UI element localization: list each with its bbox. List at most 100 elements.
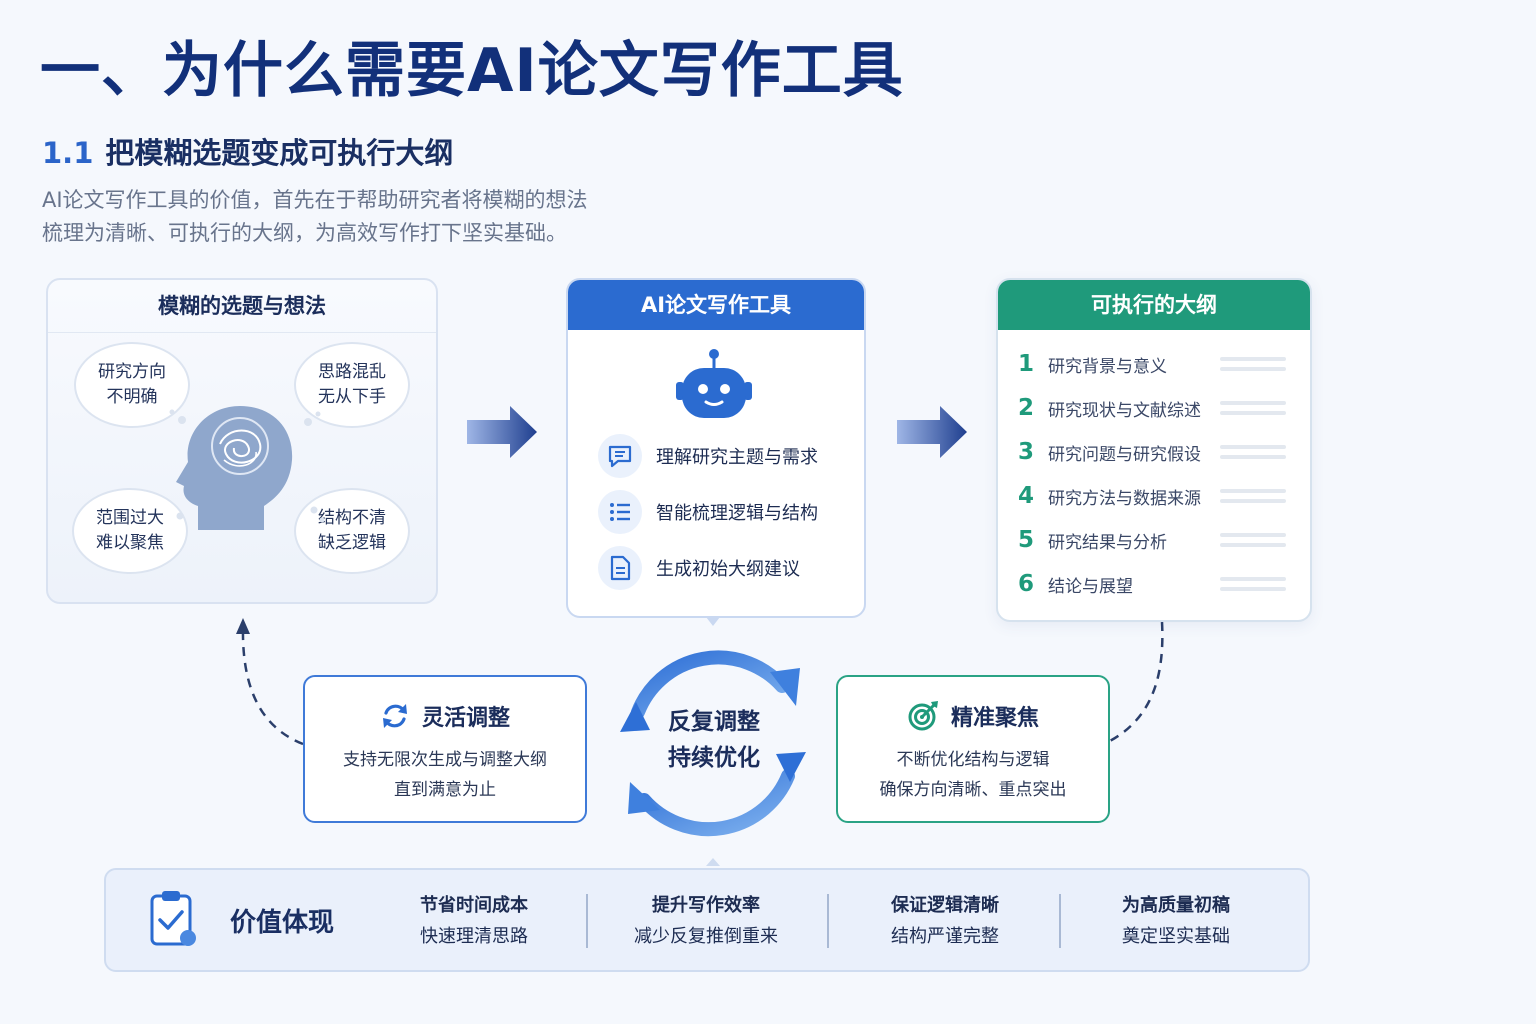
section-number: 1.1 xyxy=(42,136,94,170)
intro-line-2: 梳理为清晰、可执行的大纲，为高效写作打下坚实基础。 xyxy=(42,221,567,245)
outline-item-label: 研究背景与意义 xyxy=(1048,356,1167,377)
flexible-adjust-desc: 支持无限次生成与调整大纲 直到满意为止 xyxy=(305,745,585,805)
section-subtitle: 1.1 把模糊选题变成可执行大纲 xyxy=(42,130,453,172)
outline-item: 1 研究背景与意义 xyxy=(1018,344,1298,384)
placeholder-lines xyxy=(1220,401,1286,415)
outline-item-number: 6 xyxy=(1018,571,1035,597)
flexible-adjust-title: 灵活调整 xyxy=(305,699,585,733)
outline-item-number: 1 xyxy=(1018,351,1035,377)
bubble-line: 不明确 xyxy=(106,387,158,407)
intro-text: AI论文写作工具的价值，首先在于帮助研究者将模糊的想法 梳理为清晰、可执行的大纲… xyxy=(42,184,662,250)
value-item-desc: 奠定坚实基础 xyxy=(1122,926,1230,947)
precise-focus-desc: 不断优化结构与逻辑 确保方向清晰、重点突出 xyxy=(838,745,1108,805)
dashed-connector-arrowhead xyxy=(236,618,250,634)
cycle-arrows-icon xyxy=(620,650,806,837)
arrow-to-outline xyxy=(897,406,967,458)
divider xyxy=(586,894,588,948)
value-item-desc: 减少反复推倒重来 xyxy=(634,926,778,947)
outline-item-label: 研究问题与研究假设 xyxy=(1048,444,1201,465)
bubble-scope-too-broad: 范围过大 难以聚焦 xyxy=(72,488,188,574)
card-desc-line: 支持无限次生成与调整大纲 xyxy=(343,750,547,770)
section-subtitle-text: 把模糊选题变成可执行大纲 xyxy=(105,136,454,170)
value-item-foundation: 为高质量初稿 奠定坚实基础 xyxy=(1058,890,1294,952)
refresh-icon xyxy=(382,704,407,728)
outline-item-number: 5 xyxy=(1018,527,1035,553)
divider xyxy=(827,894,829,948)
divider xyxy=(1059,894,1061,948)
value-item-desc: 结构严谨完整 xyxy=(891,926,999,947)
feature-generate-outline: 生成初始大纲建议 xyxy=(598,546,858,590)
outline-item-label: 研究结果与分析 xyxy=(1048,532,1167,553)
placeholder-lines xyxy=(1220,445,1286,459)
bubble-unclear-structure: 结构不清 缺乏逻辑 xyxy=(294,488,410,574)
card-desc-line: 直到满意为止 xyxy=(394,780,496,800)
arrow-to-tool xyxy=(467,406,537,458)
input-panel: 模糊的选题与想法 研究方向 不明确 思路混乱 无从下手 范围过大 难以聚焦 结构… xyxy=(46,278,438,604)
clipboard-check-icon xyxy=(150,891,196,946)
page-title: 一、为什么需要AI论文写作工具 xyxy=(40,36,904,106)
placeholder-lines xyxy=(1220,577,1286,591)
value-item-desc: 快速理清思路 xyxy=(420,926,528,947)
intro-line-1: AI论文写作工具的价值，首先在于帮助研究者将模糊的想法 xyxy=(42,188,588,212)
bubble-line: 范围过大 xyxy=(96,508,164,528)
bubble-line: 难以聚焦 xyxy=(96,533,164,553)
precise-focus-title: 精准聚焦 xyxy=(838,699,1108,733)
output-panel: 可执行的大纲 1 研究背景与意义 2 研究现状与文献综述 3 研究问题与研究假设… xyxy=(996,278,1312,622)
placeholder-lines xyxy=(1220,357,1286,371)
output-panel-title: 可执行的大纲 xyxy=(998,280,1310,330)
target-icon xyxy=(908,701,938,731)
outline-item: 6 结论与展望 xyxy=(1018,564,1298,604)
feature-label: 智能梳理逻辑与结构 xyxy=(656,503,818,524)
bubble-line: 结构不清 xyxy=(318,508,386,528)
bubble-line: 无从下手 xyxy=(318,387,386,407)
tool-panel-title: AI论文写作工具 xyxy=(568,280,864,330)
outline-item-number: 4 xyxy=(1018,483,1035,509)
value-item-title: 节省时间成本 xyxy=(420,895,528,916)
card-title-text: 精准聚焦 xyxy=(950,706,1039,731)
placeholder-lines xyxy=(1220,533,1286,547)
tool-panel: AI论文写作工具 理解研究主题与需求 智能梳理逻辑与结构 生成初始大纲建议 xyxy=(566,278,866,618)
value-bar-label: 价值体现 xyxy=(230,908,335,938)
value-item-title: 提升写作效率 xyxy=(652,895,760,916)
dashed-connector-left xyxy=(241,627,304,746)
outline-item: 3 研究问题与研究假设 xyxy=(1018,432,1298,472)
bubble-line: 研究方向 xyxy=(98,362,166,382)
outline-item: 2 研究现状与文献综述 xyxy=(1018,388,1298,428)
flexible-adjust-card: 灵活调整 支持无限次生成与调整大纲 直到满意为止 xyxy=(303,675,587,823)
precise-focus-card: 精准聚焦 不断优化结构与逻辑 确保方向清晰、重点突出 xyxy=(836,675,1110,823)
card-title-text: 灵活调整 xyxy=(421,706,510,731)
document-icon xyxy=(598,546,642,590)
bubble-messy-thoughts: 思路混乱 无从下手 xyxy=(294,342,410,428)
value-item-save-time: 节省时间成本 快速理清思路 xyxy=(356,890,592,952)
outline-item: 5 研究结果与分析 xyxy=(1018,520,1298,560)
placeholder-lines xyxy=(1220,489,1286,503)
bubble-unclear-direction: 研究方向 不明确 xyxy=(74,342,190,428)
outline-item: 4 研究方法与数据来源 xyxy=(1018,476,1298,516)
feature-understand-topic: 理解研究主题与需求 xyxy=(598,434,858,478)
value-item-logic: 保证逻辑清晰 结构严谨完整 xyxy=(827,890,1063,952)
card-desc-line: 不断优化结构与逻辑 xyxy=(896,750,1050,770)
value-item-title: 保证逻辑清晰 xyxy=(891,895,999,916)
input-panel-title: 模糊的选题与想法 xyxy=(48,280,436,333)
dashed-connector-right xyxy=(1107,621,1164,744)
feature-organize-logic: 智能梳理逻辑与结构 xyxy=(598,490,858,534)
feature-label: 生成初始大纲建议 xyxy=(656,559,800,580)
value-item-efficiency: 提升写作效率 减少反复推倒重来 xyxy=(588,890,824,952)
head-with-tangled-thoughts-icon xyxy=(176,406,293,530)
card-desc-line: 确保方向清晰、重点突出 xyxy=(879,780,1067,800)
outline-item-label: 研究方法与数据来源 xyxy=(1048,488,1201,509)
bubble-line: 缺乏逻辑 xyxy=(318,533,386,553)
thought-dots xyxy=(169,409,325,523)
cycle-label: 反复调整 持续优化 xyxy=(640,704,788,776)
robot-icon xyxy=(676,349,752,418)
outline-item-label: 研究现状与文献综述 xyxy=(1048,400,1201,421)
list-icon xyxy=(598,490,642,534)
cycle-label-line: 持续优化 xyxy=(668,745,760,771)
value-bar: 价值体现 节省时间成本 快速理清思路 提升写作效率 减少反复推倒重来 保证逻辑清… xyxy=(104,868,1310,972)
bubble-line: 思路混乱 xyxy=(318,362,386,382)
value-item-title: 为高质量初稿 xyxy=(1122,895,1230,916)
cycle-label-line: 反复调整 xyxy=(668,709,760,735)
feature-label: 理解研究主题与需求 xyxy=(656,447,818,468)
outline-item-label: 结论与展望 xyxy=(1048,576,1133,597)
